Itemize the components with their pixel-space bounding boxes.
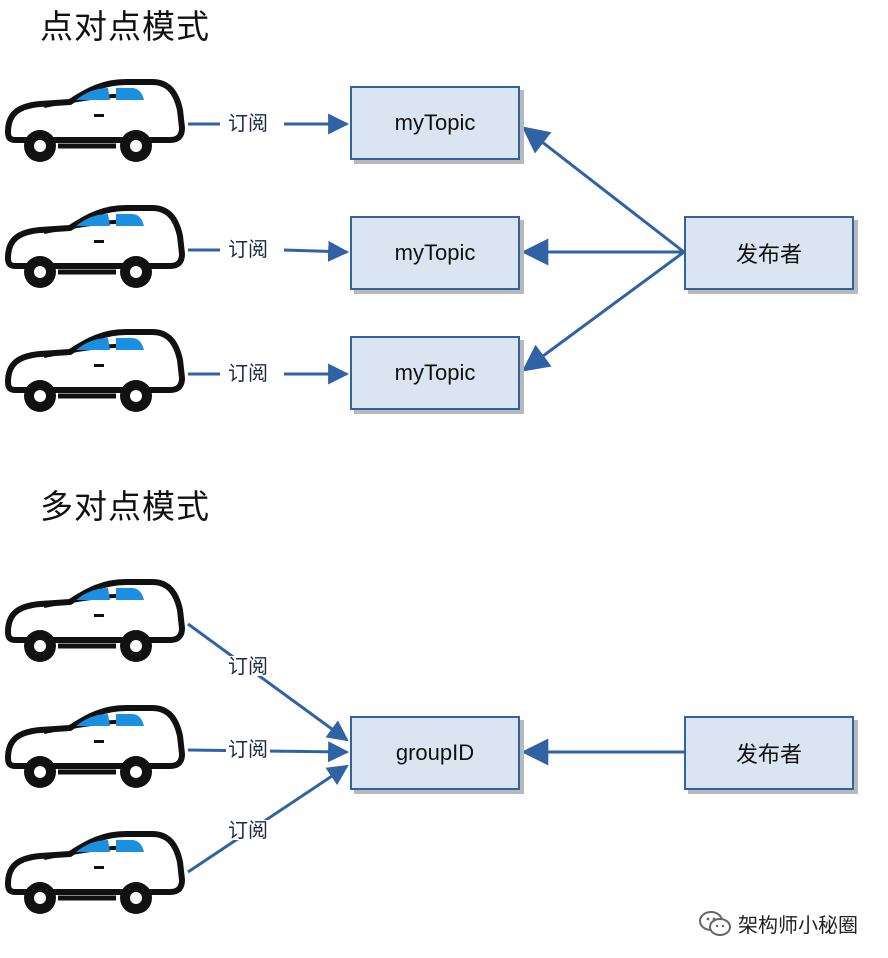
publish-arrow xyxy=(521,250,685,372)
subscribe-arrow xyxy=(187,764,349,874)
subscribe-label: 订阅 xyxy=(226,111,270,135)
car-icon xyxy=(8,582,182,662)
footer-brand-text: 架构师小秘圈 xyxy=(738,913,858,937)
topic-node: myTopic xyxy=(350,336,520,410)
publisher-node: 发布者 xyxy=(684,216,854,290)
publish-arrow xyxy=(521,126,685,254)
topic-node: myTopic xyxy=(350,216,520,290)
footer-brand: 架构师小秘圈 xyxy=(698,909,858,938)
subscribe-label: 订阅 xyxy=(226,737,270,761)
many-to-point-title: 多对点模式 xyxy=(40,487,210,526)
subscribe-arrow xyxy=(283,240,350,262)
publisher-node: 发布者 xyxy=(684,716,854,790)
subscribe-arrow xyxy=(187,622,349,742)
car-icon xyxy=(8,834,182,914)
topic-node: myTopic xyxy=(350,86,520,160)
point-to-point-title: 点对点模式 xyxy=(40,7,210,46)
subscribe-label: 订阅 xyxy=(226,654,270,678)
subscribe-label: 订阅 xyxy=(226,361,270,385)
car-icon xyxy=(8,208,182,288)
subscribe-label: 订阅 xyxy=(226,237,270,261)
subscribe-label: 订阅 xyxy=(226,818,270,842)
car-icon xyxy=(8,332,182,412)
group-node: groupID xyxy=(350,716,520,790)
car-icon xyxy=(8,82,182,162)
car-icon xyxy=(8,708,182,788)
wechat-icon xyxy=(699,910,731,936)
